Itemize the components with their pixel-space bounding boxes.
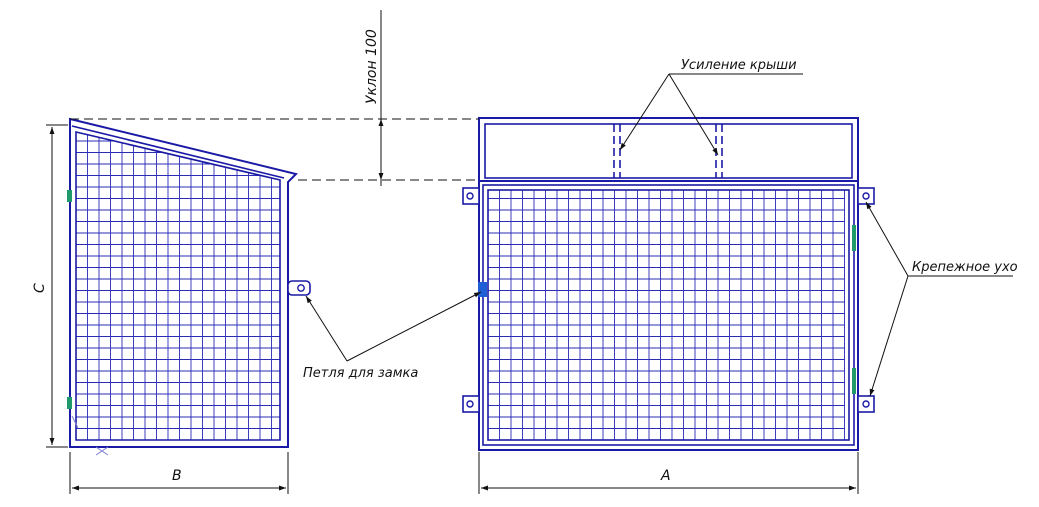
mounting-ear-left-top [462, 187, 480, 205]
mounting-ear-callout [865, 201, 1013, 397]
front-hinge-upper [852, 225, 856, 251]
dimension-c [46, 124, 68, 448]
side-mesh [76, 132, 280, 440]
side-frame-inner [75, 130, 281, 441]
slope-label: Уклон 100 [364, 29, 380, 104]
dim-b-label: B [172, 468, 182, 484]
door-frame-outer [482, 184, 855, 446]
front-hinge-lower [852, 368, 856, 394]
roof-reinforcement-callout [619, 73, 803, 156]
side-lock-loop [287, 280, 311, 296]
dimension-b [69, 452, 289, 494]
hinge-lower [67, 397, 72, 409]
front-lock-marker [478, 282, 487, 297]
door-frame-inner [487, 189, 850, 441]
side-view [67, 117, 311, 456]
lock-loop-callout [305, 291, 482, 362]
mounting-ear-right-bottom [857, 395, 875, 413]
slope-projection-lines [70, 118, 479, 181]
roof-reinforcement-left [613, 124, 621, 178]
front-mesh [488, 190, 845, 440]
hinge-upper [67, 190, 72, 202]
front-frame-outer [478, 117, 859, 451]
roof-reinforcement-label: Усиление крыши [681, 58, 797, 73]
mounting-ear-left-bottom [462, 395, 480, 413]
mounting-ear-right-top [857, 187, 875, 205]
dim-a-label: A [660, 468, 671, 484]
lock-loop-label: Петля для замка [303, 366, 418, 381]
side-frame-outer [69, 117, 298, 448]
roof-panel-inner [484, 123, 853, 179]
side-roof-line [71, 125, 285, 179]
dimension-a [478, 452, 859, 494]
front-view [462, 117, 875, 451]
dim-c-label: C [32, 283, 48, 293]
corner-mark [71, 415, 109, 456]
mounting-ear-label: Крепежное ухо [912, 260, 1018, 275]
roof-reinforcement-right [715, 124, 723, 178]
